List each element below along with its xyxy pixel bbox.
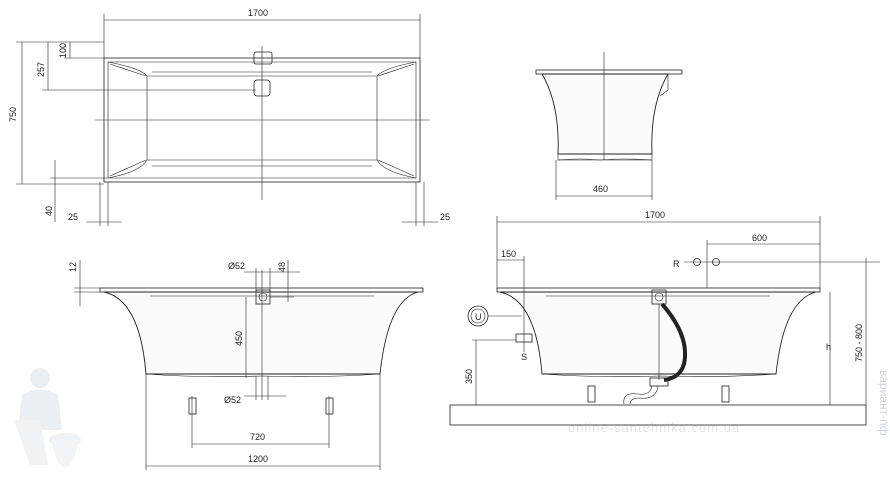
dim-front-450: 450 <box>234 331 244 346</box>
end-view: 460 <box>535 52 683 200</box>
label-u: U <box>475 312 482 322</box>
label-s: S <box>521 352 527 362</box>
dim-end-460: 460 <box>593 184 608 194</box>
watermark-vertical: вариант-пф <box>877 370 890 436</box>
dim-front-48: 48 <box>277 262 287 272</box>
dim-top-25-left: 25 <box>68 212 78 222</box>
dim-top-40: 40 <box>44 206 54 216</box>
dim-top-length: 1700 <box>248 8 268 18</box>
dim-top-25-right: 25 <box>440 212 450 222</box>
dim-install-600: 600 <box>752 233 767 243</box>
install-view: S U 350 1700 600 150 R h 750 - 800 <box>449 210 880 426</box>
dim-front-d52-top: Ø52 <box>228 261 245 271</box>
dim-install-750-800: 750 - 800 <box>854 324 864 362</box>
dim-top-257: 257 <box>36 62 46 77</box>
label-r: R <box>673 259 680 269</box>
watermark-site: online-santehnika.com.ua <box>568 420 740 435</box>
dim-install-150: 150 <box>501 249 516 259</box>
dim-front-12: 12 <box>68 262 78 272</box>
dim-install-length: 1700 <box>645 210 665 220</box>
dim-front-1200: 1200 <box>248 454 268 464</box>
watermark-logo <box>14 368 81 468</box>
dim-top-100: 100 <box>58 43 68 58</box>
dim-front-720: 720 <box>250 432 265 442</box>
dim-install-350: 350 <box>464 369 474 384</box>
dim-top-width: 750 <box>8 107 18 122</box>
dim-install-h: h <box>826 342 831 352</box>
front-view: 720 1200 12 Ø52 48 450 Ø52 <box>68 260 424 470</box>
dim-front-d52-bottom: Ø52 <box>224 395 241 405</box>
top-view: 1700 750 257 100 40 25 25 <box>8 8 450 226</box>
